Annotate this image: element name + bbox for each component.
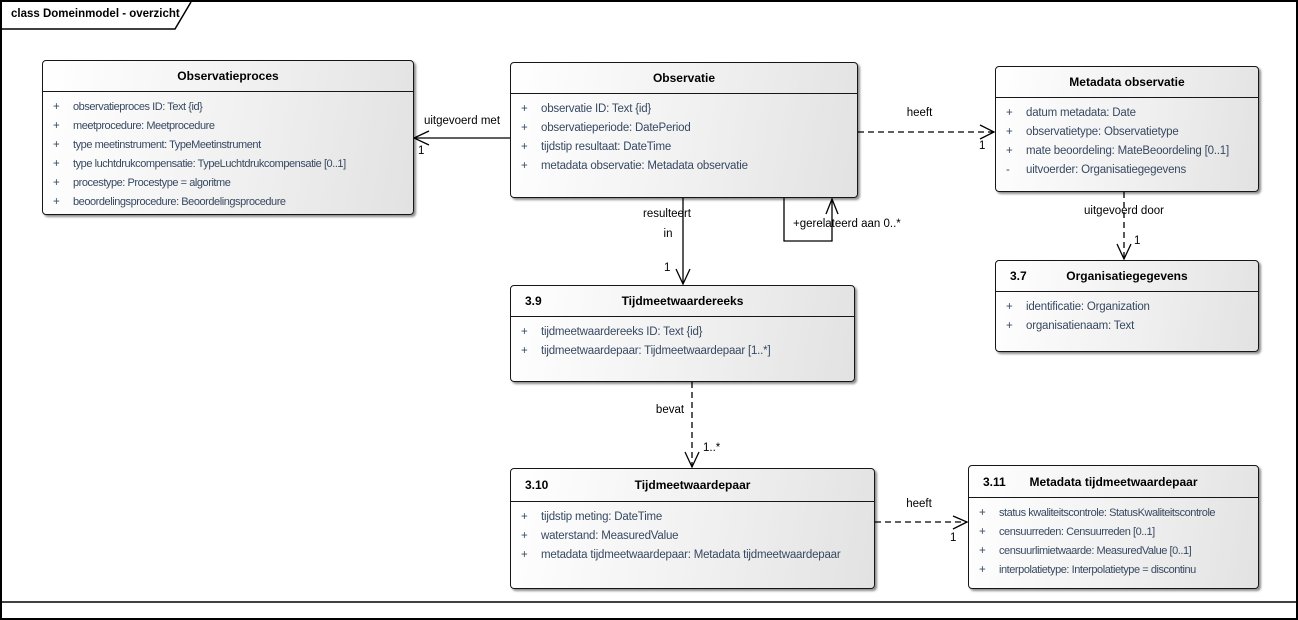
edge-mult-bevat: 1..* xyxy=(703,442,721,454)
edge-label-uitgevoerd-met: uitgevoerd met xyxy=(423,115,501,127)
class-attribute: +tijdstip resultaat: DateTime xyxy=(521,141,672,153)
class-title: Tijdmeetwaardepaar xyxy=(634,478,751,492)
class-title: Observatieproces xyxy=(177,69,279,83)
class-attribute: +observatie ID: Text {id} xyxy=(521,103,652,115)
edge-label-bevat: bevat xyxy=(655,404,685,416)
edge-mult-heeft-bottom: 1 xyxy=(950,532,957,544)
attribute-compartment: +status kwaliteitscontrole: StatusKwalit… xyxy=(969,498,1258,580)
class-observatie[interactable]: Observatie +observatie ID: Text {id}+obs… xyxy=(510,62,858,198)
attribute-compartment: +datum metadata: Date +observatietype: Ob… xyxy=(996,98,1258,180)
class-attribute: +tijdmeetwaardereeks ID: Text {id} xyxy=(521,326,703,338)
frame-title: class Domeinmodel - overzicht xyxy=(11,8,180,20)
edge-label-gerelateerd-aan: +gerelateerd aan 0..* xyxy=(793,218,901,230)
edge-resulteert-in[interactable] xyxy=(675,198,691,286)
class-attribute: +interpolatietype: Interpolatietype = di… xyxy=(979,564,1196,576)
class-observatieproces[interactable]: Observatieproces +observatieproces ID: T… xyxy=(42,60,414,215)
edge-label-heeft-top: heeft xyxy=(906,107,933,119)
edge-mult-uitgevoerd-met: 1 xyxy=(418,145,425,157)
edge-heeft-metadata-observatie[interactable] xyxy=(858,124,996,140)
class-tijdmeetwaardereeks[interactable]: 3.9 Tijdmeetwaardereeks +tijdmeetwaarder… xyxy=(510,285,855,382)
class-attribute: +beoordelingsprocedure: Beoordelingsproc… xyxy=(53,196,286,208)
class-title: Observatie xyxy=(652,71,716,85)
class-metadata-observatie[interactable]: Metadata observatie +datum metadata: Dat… xyxy=(995,66,1259,192)
class-attribute: +waterstand: MeasuredValue xyxy=(521,530,679,542)
class-number: 3.10 xyxy=(525,478,549,492)
class-header: 3.11 Metadata tijdmeetwaardepaar xyxy=(969,466,1258,498)
edge-uitgevoerd-met[interactable] xyxy=(412,130,510,146)
class-header: Observatie xyxy=(511,63,857,94)
class-attribute: +tijdmeetwaardepaar: Tijdmeetwaardepaar … xyxy=(521,345,771,357)
class-attribute: +metadata tijdmeetwaardepaar: Metadata t… xyxy=(521,549,841,561)
edge-gerelateerd-aan[interactable] xyxy=(783,197,839,242)
attribute-compartment: +observatieproces ID: Text {id} +meetproc… xyxy=(43,92,413,212)
edge-bevat[interactable] xyxy=(684,382,700,469)
class-attribute: +censuurreden: Censuurreden [0..1] xyxy=(979,526,1155,538)
class-header: Observatieproces xyxy=(43,61,413,92)
class-header: 3.9 Tijdmeetwaardereeks xyxy=(511,286,854,317)
class-attribute: +censuurlimietwaarde: MeasuredValue [0..… xyxy=(979,545,1192,557)
edge-mult-resulteert-in: 1 xyxy=(664,262,671,274)
class-attribute: +datum metadata: Date xyxy=(1006,107,1136,119)
class-number: 3.7 xyxy=(1010,269,1027,283)
class-header: 3.7 Organisatiegegevens xyxy=(996,261,1258,292)
class-title: Metadata tijdmeetwaardepaar xyxy=(1029,474,1198,489)
frame-tab-outline xyxy=(2,2,192,30)
edge-label-heeft-bottom: heeft xyxy=(906,498,932,510)
edge-mult-heeft-top: 1 xyxy=(979,140,986,152)
attribute-compartment: +tijdstip meting: DateTime +waterstand: M… xyxy=(511,502,874,565)
class-attribute: +observatietype: Observatietype xyxy=(1006,126,1179,138)
class-title: Organisatiegegevens xyxy=(1066,269,1188,283)
class-title: Tijdmeetwaardereeks xyxy=(621,294,744,308)
class-attribute: +metadata observatie: Metadata observati… xyxy=(521,160,748,172)
class-header: 3.10 Tijdmeetwaardepaar xyxy=(511,469,874,502)
class-attribute: +type meetinstrument: TypeMeetinstrument xyxy=(53,139,261,151)
edge-label-uitgevoerd-door: uitgevoerd door xyxy=(1084,205,1164,217)
edge-label-resulteert: resulteert xyxy=(643,208,691,220)
class-attribute: +observatieperiode: DatePeriod xyxy=(521,122,691,134)
class-attribute: +organisatienaam: Text xyxy=(1006,320,1135,332)
class-attribute: +identificatie: Organization xyxy=(1006,301,1150,313)
class-tijdmeetwaardepaar[interactable]: 3.10 Tijdmeetwaardepaar +tijdstip meting… xyxy=(510,468,875,589)
class-attribute: +tijdstip meting: DateTime xyxy=(521,511,663,523)
class-title: Metadata observatie xyxy=(1069,75,1185,89)
class-attribute: -uitvoerder: Organisatiegegevens xyxy=(1006,164,1187,176)
class-attribute: +observatieproces ID: Text {id} xyxy=(53,101,203,113)
class-attribute: +status kwaliteitscontrole: StatusKwalit… xyxy=(979,507,1216,519)
class-header: Metadata observatie xyxy=(996,67,1258,98)
edge-label-in: in xyxy=(663,228,673,240)
attribute-compartment: +identificatie: Organization +organisatie… xyxy=(996,292,1258,336)
class-number: 3.11 xyxy=(983,474,1006,489)
attribute-compartment: +tijdmeetwaardereeks ID: Text {id} +tijdm… xyxy=(511,317,854,361)
class-attribute: +mate beoordeling: MateBeoordeling [0..1… xyxy=(1006,145,1229,157)
class-attribute: +procestype: Procestype = algoritme xyxy=(53,177,231,189)
edge-heeft-metadata-paar[interactable] xyxy=(875,515,969,530)
class-number: 3.9 xyxy=(525,294,542,308)
class-attribute: +type luchtdrukcompensatie: TypeLuchtdru… xyxy=(53,158,346,170)
class-organisatiegegevens[interactable]: 3.7 Organisatiegegevens +identificatie: … xyxy=(995,260,1259,352)
attribute-compartment: +observatie ID: Text {id} +observatieperi… xyxy=(511,94,857,176)
class-metadata-tijdmeetwaardepaar[interactable]: 3.11 Metadata tijdmeetwaardepaar +status… xyxy=(968,465,1259,589)
edge-mult-uitgevoerd-door: 1 xyxy=(1134,235,1141,247)
class-attribute: +meetprocedure: Meetprocedure xyxy=(53,120,215,132)
edge-uitgevoerd-door[interactable] xyxy=(1116,192,1132,261)
